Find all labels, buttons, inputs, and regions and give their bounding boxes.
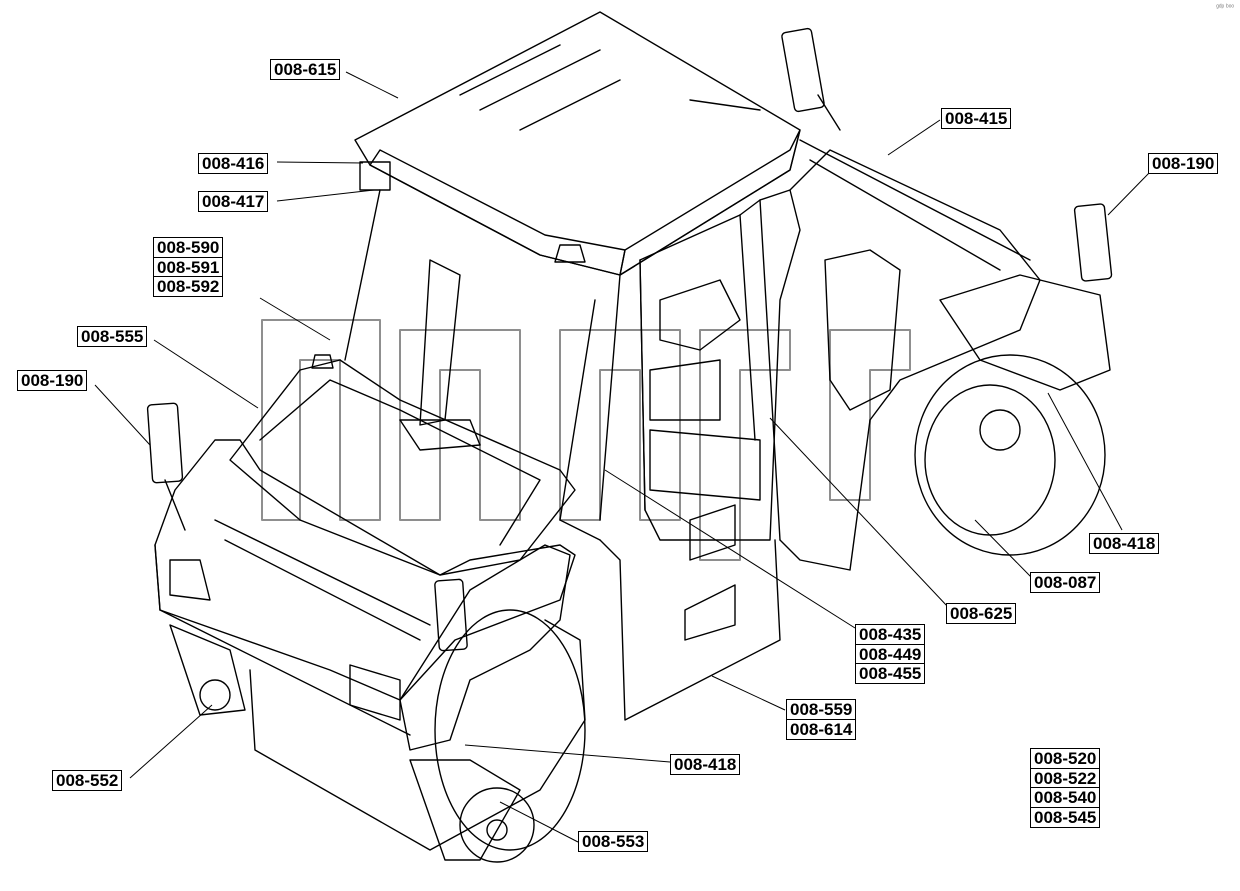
label-stack-008-590: 008-590 008-591 008-592: [153, 237, 224, 297]
label-stack-008-435: 008-435 008-449 008-455: [855, 624, 926, 684]
front-hood: [229, 359, 576, 576]
label-stack-008-520: 008-520 008-522 008-540 008-545: [1030, 748, 1101, 828]
label-008-552[interactable]: 008-552: [52, 770, 123, 791]
cab-roof: [354, 11, 801, 276]
label-stack-008-559: 008-559 008-614: [786, 699, 857, 740]
label-008-592[interactable]: 008-592: [153, 276, 224, 297]
label-008-591[interactable]: 008-591: [153, 256, 224, 278]
label-008-190-right[interactable]: 008-190: [1148, 153, 1219, 174]
label-008-553[interactable]: 008-553: [578, 831, 649, 852]
label-008-435[interactable]: 008-435: [855, 624, 926, 645]
label-008-416[interactable]: 008-416: [198, 153, 269, 174]
label-008-545[interactable]: 008-545: [1030, 806, 1101, 828]
label-008-615[interactable]: 008-615: [270, 59, 341, 80]
label-008-520[interactable]: 008-520: [1030, 748, 1101, 769]
label-008-418-right[interactable]: 008-418: [1089, 533, 1160, 554]
label-008-418-bottom[interactable]: 008-418: [670, 754, 741, 775]
label-008-415[interactable]: 008-415: [941, 108, 1012, 129]
label-008-614[interactable]: 008-614: [786, 718, 857, 740]
cab-frame: [344, 189, 381, 361]
label-008-625[interactable]: 008-625: [946, 603, 1017, 624]
corner-mark: ᵍᵈᵖ ᵇᵒᵒ: [1216, 4, 1234, 11]
label-008-087[interactable]: 008-087: [1030, 572, 1101, 593]
leader-lines: [94, 71, 1151, 843]
label-008-590[interactable]: 008-590: [153, 237, 224, 258]
label-008-559[interactable]: 008-559: [786, 699, 857, 720]
label-008-449[interactable]: 008-449: [855, 643, 926, 665]
front-drum: [249, 619, 586, 851]
label-008-555[interactable]: 008-555: [77, 326, 148, 347]
label-008-540[interactable]: 008-540: [1030, 787, 1101, 808]
label-008-455[interactable]: 008-455: [855, 663, 926, 684]
label-008-190-left[interactable]: 008-190: [17, 370, 88, 391]
label-008-522[interactable]: 008-522: [1030, 767, 1101, 789]
label-008-417[interactable]: 008-417: [198, 191, 269, 212]
rear-drum: [914, 354, 1106, 556]
